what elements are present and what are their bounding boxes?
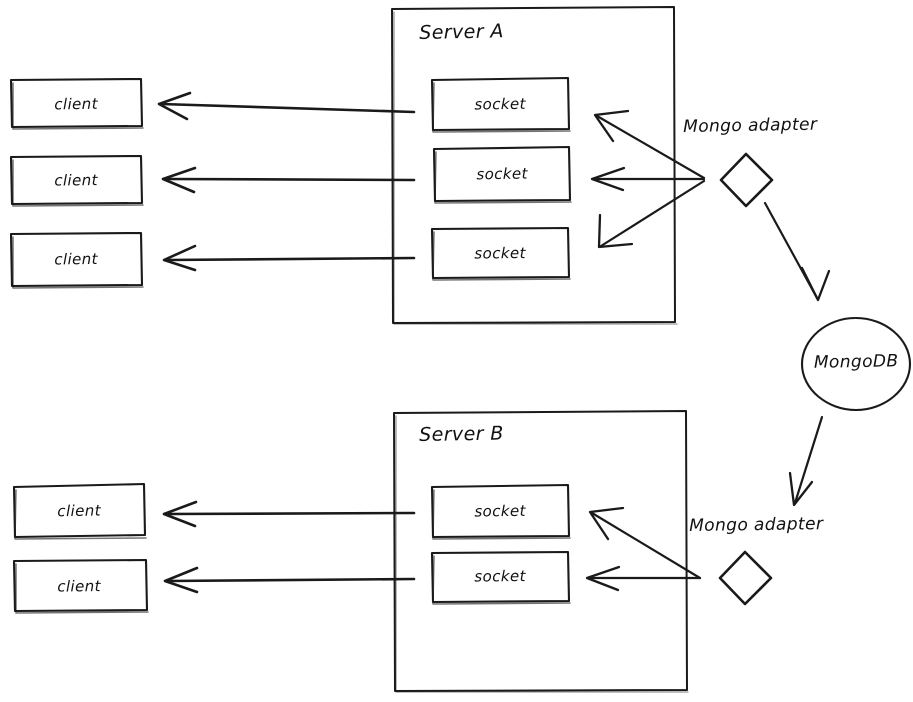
mongo-adapter-a-diamond xyxy=(719,152,774,208)
socket-label-b-2: socket xyxy=(474,567,526,586)
mongo-adapter-b-diamond xyxy=(718,550,773,606)
arrow-adapter-a-to-socket-a2 xyxy=(590,166,706,192)
client-box-top-2 xyxy=(9,154,144,207)
socket-label-b-1: socket xyxy=(474,501,526,521)
server-a-label: Server A xyxy=(419,20,504,44)
arrow-socket-b1-to-client4 xyxy=(162,500,416,528)
arrow-adapter-a-to-socket-a3 xyxy=(597,179,706,249)
mongodb-label: MongoDB xyxy=(813,351,899,373)
server-a-container xyxy=(391,6,678,325)
client-box-bottom-2 xyxy=(12,558,149,614)
arrow-mongodb-to-adapter-b xyxy=(788,415,824,507)
client-box-top-3 xyxy=(9,231,144,289)
client-box-top-1 xyxy=(9,77,144,130)
arrow-socket-b2-to-client5 xyxy=(163,566,416,594)
server-b-label: Server B xyxy=(419,422,504,446)
mongo-adapter-b-label: Mongo adapter xyxy=(689,514,824,536)
socket-box-b-1 xyxy=(430,483,571,540)
client-label-top-3: client xyxy=(54,249,99,269)
client-box-bottom-1 xyxy=(12,482,147,540)
client-label-top-2: client xyxy=(54,171,98,190)
arrow-adapter-a-to-socket-a1 xyxy=(593,109,706,180)
arrow-socket-a3-to-client3 xyxy=(162,244,416,272)
socket-box-b-2 xyxy=(430,550,571,605)
mongo-adapter-a-label: Mongo adapter xyxy=(683,114,818,137)
socket-label-a-3: socket xyxy=(474,244,526,263)
server-b-container xyxy=(393,410,689,693)
client-label-bottom-1: client xyxy=(57,501,102,521)
socket-box-a-3 xyxy=(430,226,571,281)
arrow-adapter-b-to-socket-b1 xyxy=(588,506,702,580)
socket-label-a-1: socket xyxy=(474,94,526,114)
arrow-adapter-b-to-socket-b2 xyxy=(585,565,702,592)
socket-box-a-1 xyxy=(430,76,571,133)
arrow-adapter-a-to-mongodb xyxy=(763,201,831,302)
arrow-socket-a1-to-client1 xyxy=(157,91,416,121)
mongodb-circle xyxy=(800,316,912,412)
arrow-socket-a2-to-client2 xyxy=(161,166,416,194)
client-label-bottom-2: client xyxy=(57,577,101,596)
socket-label-a-2: socket xyxy=(476,164,528,184)
client-label-top-1: client xyxy=(54,94,99,114)
socket-box-a-2 xyxy=(432,145,572,204)
